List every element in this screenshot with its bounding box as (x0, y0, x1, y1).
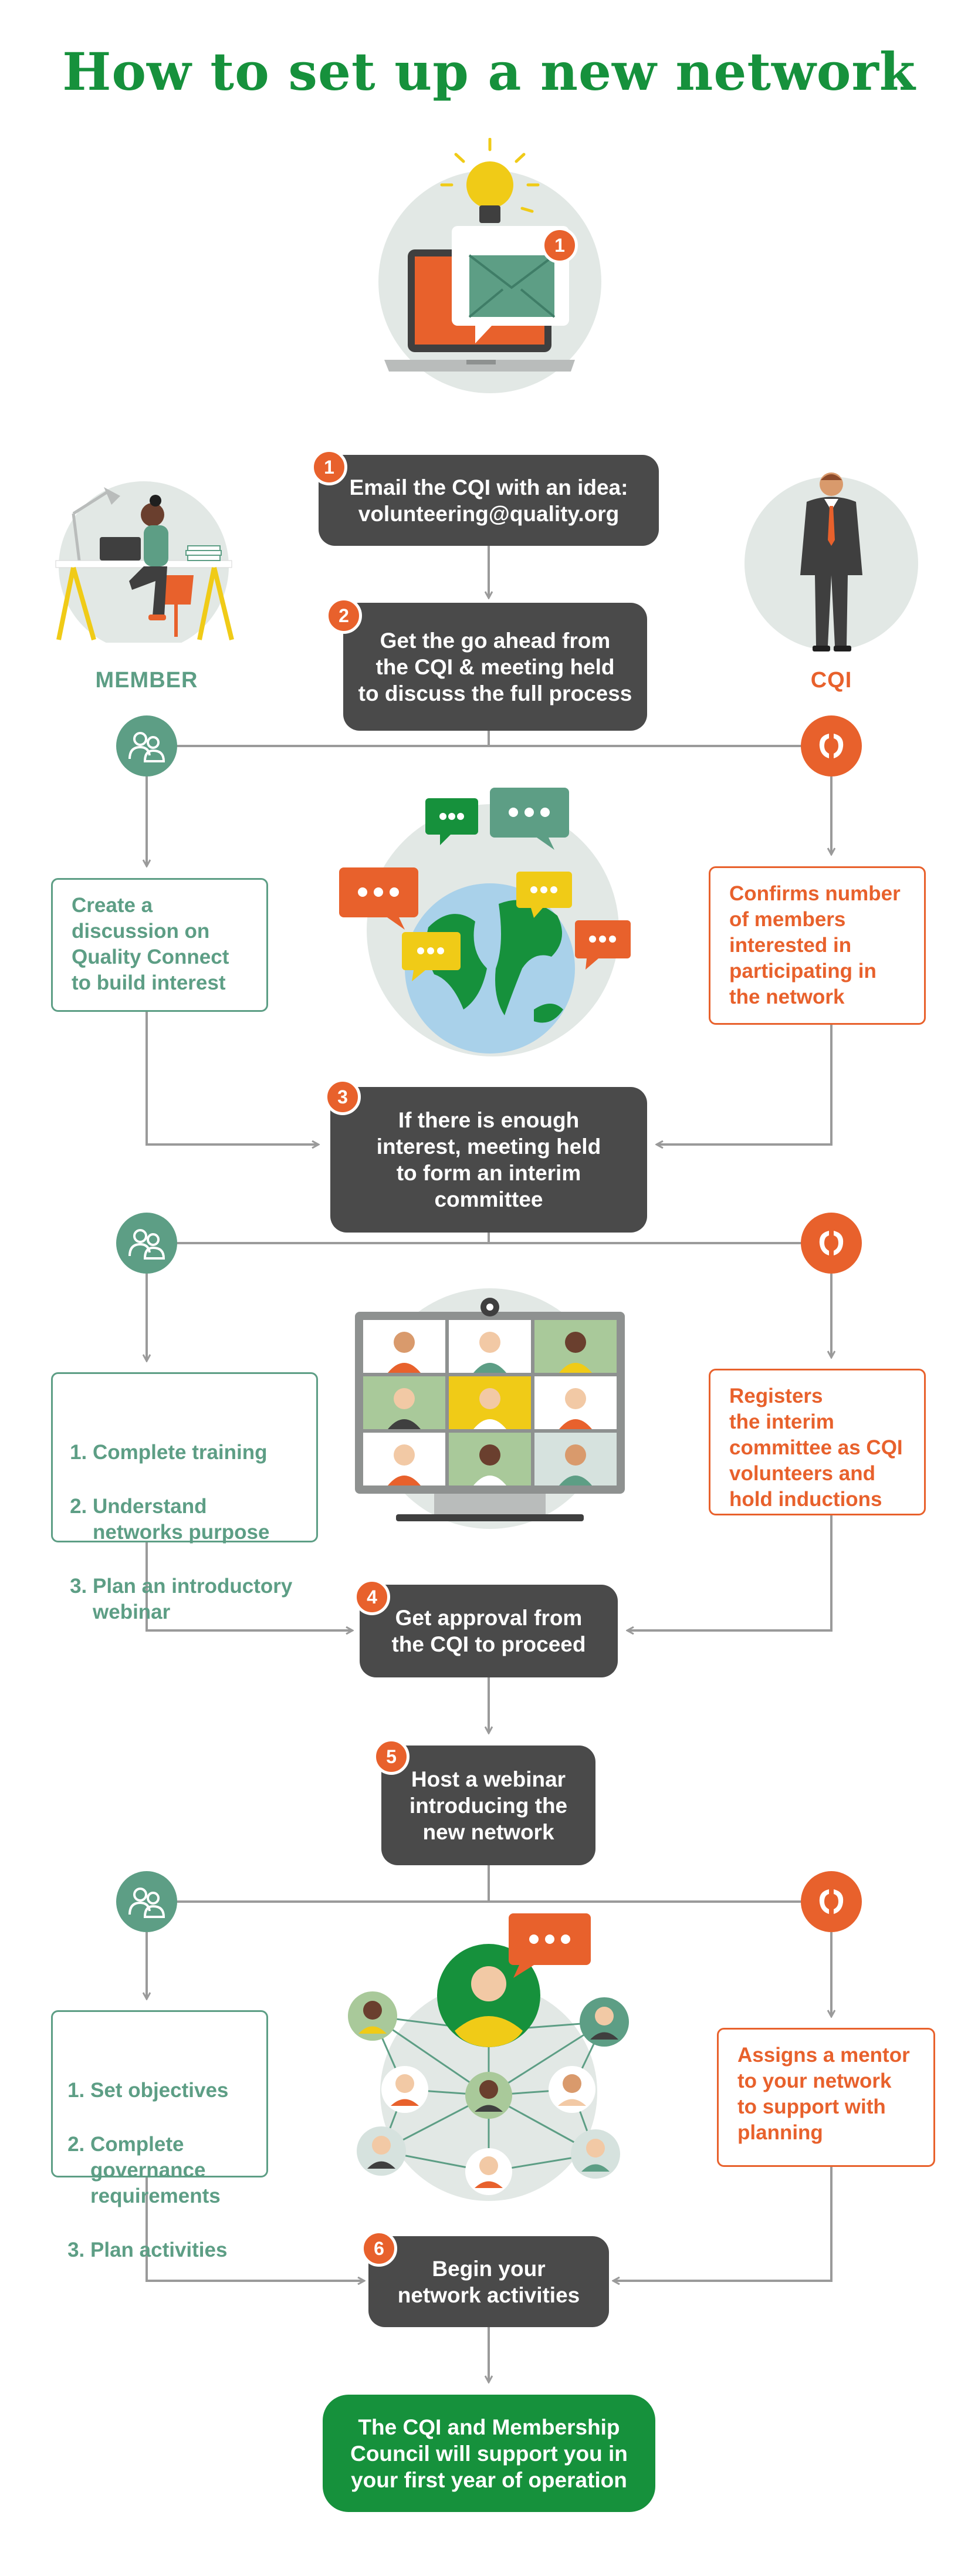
people-group-icon (116, 1213, 177, 1274)
member-label: MEMBER (95, 668, 198, 693)
member-step-3-box: Set objectives Complete governance requi… (51, 2010, 268, 2261)
step-5-box: Host a webinar introducing the new netwo… (381, 1746, 595, 1865)
cqi-step-1-box: Confirms number of members interested in… (709, 866, 926, 1025)
people-network-illustration (348, 1913, 629, 2201)
cqi-logo-icon (801, 715, 862, 776)
member-step-1-box: Create a discussion on Quality Connect t… (51, 878, 268, 1012)
people-group-icon (116, 1871, 177, 1932)
cqi-step-2-box: Registers the interim committee as CQI v… (709, 1369, 926, 1515)
step-5-badge: 5 (373, 1738, 410, 1775)
step-6-box: Begin your network activities (368, 2236, 609, 2327)
step-4-box: Get approval from the CQI to proceed (360, 1585, 618, 1677)
people-group-icon (116, 715, 177, 776)
step-4-badge: 4 (354, 1579, 390, 1615)
businessman-illustration (745, 472, 918, 651)
member-step-3-item: Complete governance requirements (90, 2132, 255, 2209)
step-3-box: If there is enough interest, meeting hel… (330, 1087, 647, 1233)
step-6-badge: 6 (361, 2230, 397, 2267)
member-step-2-item: Understand networks purpose (93, 1494, 302, 1545)
person-at-desk-illustration (55, 481, 234, 643)
step-2-badge: 2 (326, 597, 362, 634)
member-step-2-item: Complete training (93, 1440, 302, 1466)
member-step-3-item: Set objectives (90, 2078, 255, 2104)
member-step-3-item: Plan activities (90, 2237, 255, 2263)
cqi-step-3-box: Assigns a mentor to your network to supp… (717, 2028, 935, 2167)
step-1-box: Email the CQI with an idea: volunteering… (319, 455, 659, 546)
laptop-email-lightbulb-illustration (378, 138, 601, 393)
member-step-2-box: Complete training Understand networks pu… (51, 1372, 318, 1623)
globe-chat-bubbles-illustration (339, 788, 631, 1056)
member-step-2-item: Plan an introductory webinar (93, 1574, 302, 1625)
video-conference-monitor-illustration (355, 1288, 625, 1529)
step-1-badge: 1 (311, 449, 347, 485)
page-title: How to set up a new network (62, 41, 916, 102)
cqi-logo-icon (801, 1213, 862, 1274)
cqi-label: CQI (810, 668, 852, 693)
step-3-badge: 3 (324, 1079, 361, 1115)
cqi-logo-icon (801, 1871, 862, 1932)
final-support-box: The CQI and Membership Council will supp… (323, 2395, 655, 2512)
notification-badge-icon: 1 (542, 227, 578, 264)
step-2-box: Get the go ahead from the CQI & meeting … (343, 603, 647, 731)
